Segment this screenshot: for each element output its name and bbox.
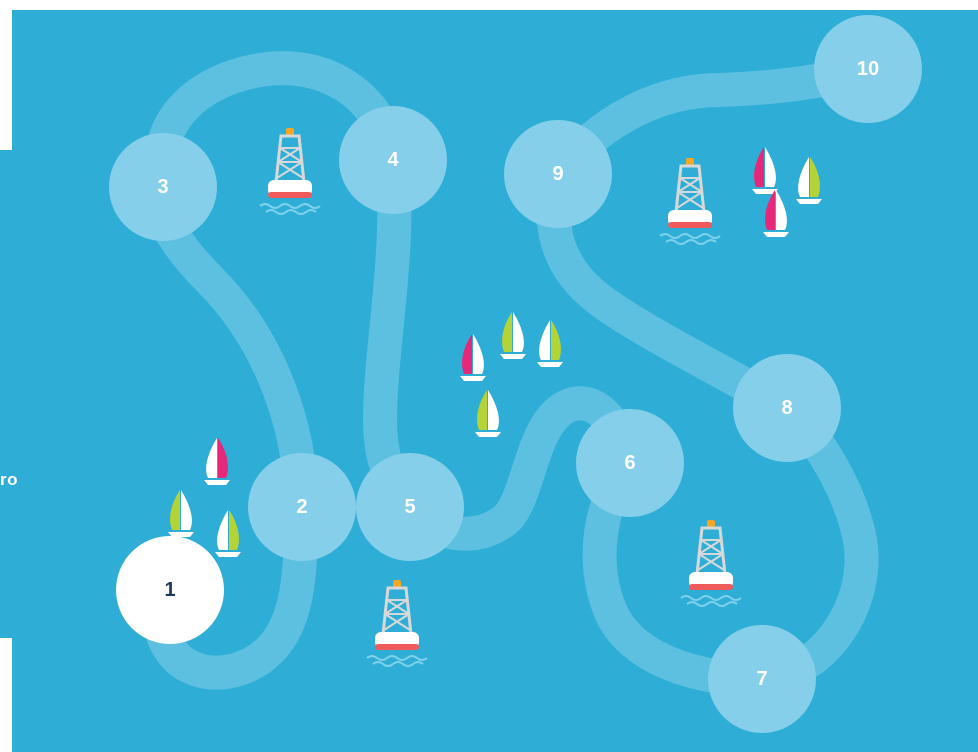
level-node-1-label: 1 <box>164 579 175 601</box>
sailboat-icon <box>752 147 778 194</box>
level-node-7[interactable]: 7 <box>708 625 816 733</box>
level-node-5-label: 5 <box>404 496 415 518</box>
level-node-8[interactable]: 8 <box>733 354 841 462</box>
level-node-10-label: 10 <box>857 58 879 80</box>
buoy-icon <box>660 158 720 244</box>
level-node-4-label: 4 <box>387 149 399 171</box>
buoy-icon <box>367 580 427 666</box>
sailboat-icon <box>796 157 822 204</box>
level-node-4[interactable]: 4 <box>339 106 447 214</box>
level-node-10[interactable]: 10 <box>814 15 922 123</box>
level-node-3[interactable]: 3 <box>109 133 217 241</box>
sailboat-icon <box>215 510 241 557</box>
level-node-9[interactable]: 9 <box>504 120 612 228</box>
level-node-1[interactable]: 1 <box>116 536 224 644</box>
level-node-6-label: 6 <box>624 452 635 474</box>
sailboat-icon <box>763 190 789 237</box>
sailboat-icon <box>537 320 563 367</box>
level-node-2[interactable]: 2 <box>248 453 356 561</box>
level-node-7-label: 7 <box>756 668 767 690</box>
sailboat-icon <box>168 490 194 537</box>
sailboat-icon <box>460 334 486 381</box>
sailboat-icon <box>204 438 230 485</box>
level-node-9-label: 9 <box>552 163 563 185</box>
sailboat-icon <box>475 390 501 437</box>
level-node-2-label: 2 <box>296 496 307 518</box>
level-node-3-label: 3 <box>157 176 168 198</box>
level-node-5[interactable]: 5 <box>356 453 464 561</box>
sailboat-icon <box>500 312 526 359</box>
level-node-6[interactable]: 6 <box>576 409 684 517</box>
buoy-icon <box>260 128 320 214</box>
level-node-8-label: 8 <box>781 397 792 419</box>
buoy-icon <box>681 520 741 606</box>
